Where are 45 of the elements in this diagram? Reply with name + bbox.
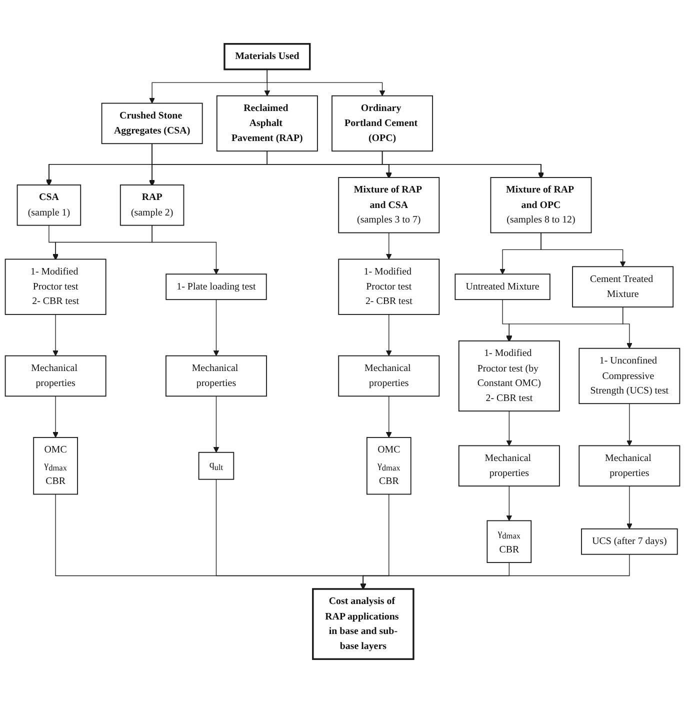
node-box: Cost analysis of RAP applications in base and sub-base layers — [312, 588, 414, 660]
node-box: Mechanical properties — [578, 445, 680, 486]
arrow — [540, 232, 626, 267]
arrow — [386, 232, 392, 260]
arrow — [506, 486, 512, 521]
node-box: Mechanical properties — [166, 355, 267, 397]
arrow — [52, 314, 58, 356]
node-box: q$_{ult}$ — [198, 452, 234, 480]
node-box: OMC γ$_{dmax}$ CBR — [366, 437, 412, 495]
node-box: Mechanical properties — [338, 355, 440, 397]
arrow — [266, 69, 386, 96]
arrow — [52, 396, 58, 438]
node-box: Ordinary Portland Cement (OPC) — [332, 95, 434, 152]
arrow — [213, 396, 220, 453]
arrow — [152, 143, 544, 178]
arrow — [360, 554, 630, 590]
arrow — [386, 396, 392, 438]
node-box: UCS (after 7 days) — [581, 528, 678, 555]
node-box: RAP (sample 2) — [120, 184, 184, 226]
node-box: γ$_{dmax}$ CBR — [486, 520, 532, 563]
arrow — [213, 299, 220, 356]
node-box: OMC γ$_{dmax}$ CBR — [33, 437, 78, 495]
node-box: 1- Plate loading test — [166, 274, 267, 300]
node-box: Mechanical properties — [4, 355, 106, 397]
node-box: 1- Unconfined Compressive Strength (UCS) test — [578, 348, 680, 404]
arrow — [382, 150, 544, 179]
node-box: Cement Treated Mixture — [572, 266, 674, 308]
arrow — [266, 150, 544, 178]
arrow — [506, 410, 512, 446]
node-box: 1- Modified Proctor test 2- CBR test — [338, 258, 440, 315]
node-box: Mixture of RAP and CSA (samples 3 to 7) — [338, 177, 440, 234]
node-box: Untreated Mixture — [454, 274, 550, 300]
arrow — [626, 486, 632, 530]
arrow — [626, 403, 632, 446]
node-box: Mechanical properties — [458, 445, 560, 486]
node-box: CSA (sample 1) — [16, 184, 82, 226]
arrow — [152, 224, 220, 274]
node-box: 1- Modified Proctor test (by Constant OMC) 2- CBR test — [458, 340, 560, 412]
arrow — [622, 306, 632, 349]
node-box: Reclaimed Asphalt Pavement (RAP) — [216, 95, 318, 152]
arrow — [386, 314, 392, 356]
node-box: Crushed Stone Aggregates (CSA) — [101, 102, 203, 144]
node-box: Mixture of RAP and OPC (samples 8 to 12) — [490, 177, 592, 234]
node-box: Materials Used — [224, 43, 311, 70]
node-box: 1- Modified Proctor test 2- CBR test — [4, 258, 106, 315]
